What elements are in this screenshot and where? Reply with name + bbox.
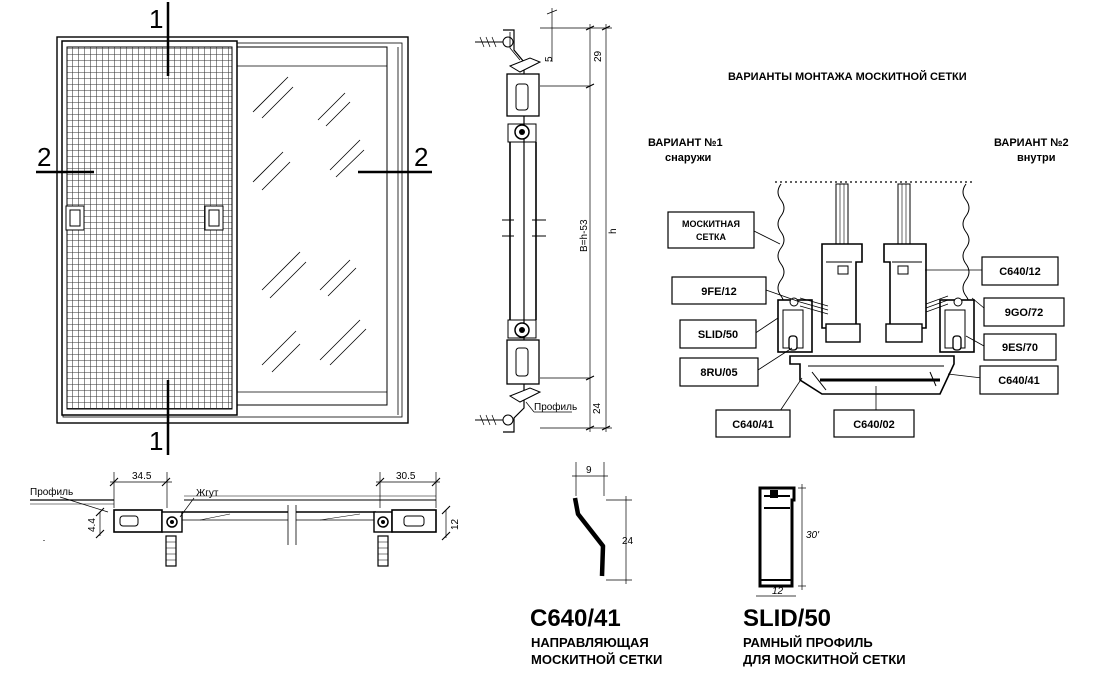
label-box-mesh xyxy=(667,211,755,249)
label-9go72: 9GO/72 xyxy=(1005,307,1044,319)
glass-reflection-lines xyxy=(252,76,367,373)
glass-sash xyxy=(236,46,388,406)
vertical-section: 5 29 B=h-53 h 24 Профиль xyxy=(475,8,619,433)
slid-dim-height: 30' xyxy=(806,530,820,541)
slid-desc-line1: РАМНЫЙ ПРОФИЛЬ xyxy=(743,635,873,650)
front-view: 1 1 2 2 xyxy=(36,2,432,456)
c640-desc-line1: НАПРАВЛЯЮЩАЯ xyxy=(531,635,649,650)
slid-profile-shape xyxy=(758,486,796,588)
dim-left-width: 34.5 xyxy=(132,471,152,482)
dim-top-small: 5 xyxy=(544,56,555,62)
dim-top: 29 xyxy=(593,50,604,62)
window-outer-frame xyxy=(56,36,409,424)
screw-top-icon xyxy=(475,36,514,48)
sash-profile-right xyxy=(883,243,927,329)
label-box-slid50 xyxy=(679,319,757,349)
variant2-title: ВАРИАНТ №2 xyxy=(994,137,1069,149)
label-c640-41-right: C640/41 xyxy=(998,375,1040,387)
label-box-9go72 xyxy=(983,297,1065,327)
label-8ru05: 8RU/05 xyxy=(700,367,737,379)
section-2-left-label: 2 xyxy=(37,142,51,172)
label-mesh-line1: МОСКИТНАЯ xyxy=(682,219,740,229)
profile-c640-41: 9 24 C640/41 НАПРАВЛЯЮЩАЯ МОСКИТНОЙ СЕТК… xyxy=(530,462,662,667)
mounting-variants: ВАРИАНТЫ МОНТАЖА МОСКИТНОЙ СЕТКИ ВАРИАНТ… xyxy=(648,70,1069,438)
variant2-sub: внутри xyxy=(1017,152,1056,164)
zhgut-label: Жгут xyxy=(196,488,219,499)
dim-total: h xyxy=(608,228,619,234)
label-box-c640-41-left xyxy=(715,409,791,438)
c640-desc-line2: МОСКИТНОЙ СЕТКИ xyxy=(531,652,662,667)
slid-code: SLID/50 xyxy=(743,605,831,632)
label-box-c640-12 xyxy=(981,256,1059,286)
vertical-dimensions xyxy=(540,8,612,432)
c640-dim-height: 24 xyxy=(622,536,634,547)
label-c640-12: C640/12 xyxy=(999,266,1041,278)
section-2-right-label: 2 xyxy=(414,142,428,172)
horizontal-profile-label: Профиль xyxy=(30,486,73,498)
dim-bottom: 24 xyxy=(592,402,603,414)
variant1-sub: снаружи xyxy=(665,152,711,164)
dim-inner: B=h-53 xyxy=(579,219,590,252)
dim-right-width: 30.5 xyxy=(396,471,416,482)
sash-profile-left xyxy=(821,243,863,329)
label-box-c640-41-right xyxy=(979,365,1059,395)
section-1-bottom-label: 1 xyxy=(149,426,163,456)
c640-dim-width: 9 xyxy=(586,465,592,476)
label-mesh-line2: СЕТКА xyxy=(696,232,726,242)
c640-profile-shape xyxy=(572,497,606,577)
c640-code: C640/41 xyxy=(530,605,621,632)
leader-lines xyxy=(751,229,985,415)
label-9fe12: 9FE/12 xyxy=(701,286,736,298)
label-c640-41-left: C640/41 xyxy=(732,419,774,431)
dim-height-left: 4.4 xyxy=(87,518,98,532)
dim-height-right: 12 xyxy=(450,518,461,530)
mounting-title: ВАРИАНТЫ МОНТАЖА МОСКИТНОЙ СЕТКИ xyxy=(728,70,967,83)
screw-bottom-icon xyxy=(475,414,514,426)
slid-desc-line2: ДЛЯ МОСКИТНОЙ СЕТКИ xyxy=(743,652,906,667)
label-box-9es70 xyxy=(983,333,1057,361)
label-box-8ru05 xyxy=(679,357,759,387)
label-box-c640-02 xyxy=(833,409,915,438)
horizontal-dimensions xyxy=(95,472,451,541)
mesh-wave-left xyxy=(777,183,785,313)
profile-slid-50: 30' 12 SLID/50 РАМНЫЙ ПРОФИЛЬ ДЛЯ МОСКИТ… xyxy=(743,484,906,667)
slid-dim-width: 12 xyxy=(772,586,784,597)
horizontal-section: 34.5 30.5 4.4 12 Профиль Жгут xyxy=(30,471,461,567)
mesh-wave-right xyxy=(962,183,970,313)
section-1-top-label: 1 xyxy=(149,4,163,34)
label-9es70: 9ES/70 xyxy=(1002,342,1038,354)
label-c640-02: C640/02 xyxy=(853,419,895,431)
label-box-9fe12 xyxy=(671,276,767,305)
variant1-title: ВАРИАНТ №1 xyxy=(648,137,723,149)
label-slid50: SLID/50 xyxy=(698,329,738,341)
vertical-profile-label: Профиль xyxy=(534,401,577,413)
